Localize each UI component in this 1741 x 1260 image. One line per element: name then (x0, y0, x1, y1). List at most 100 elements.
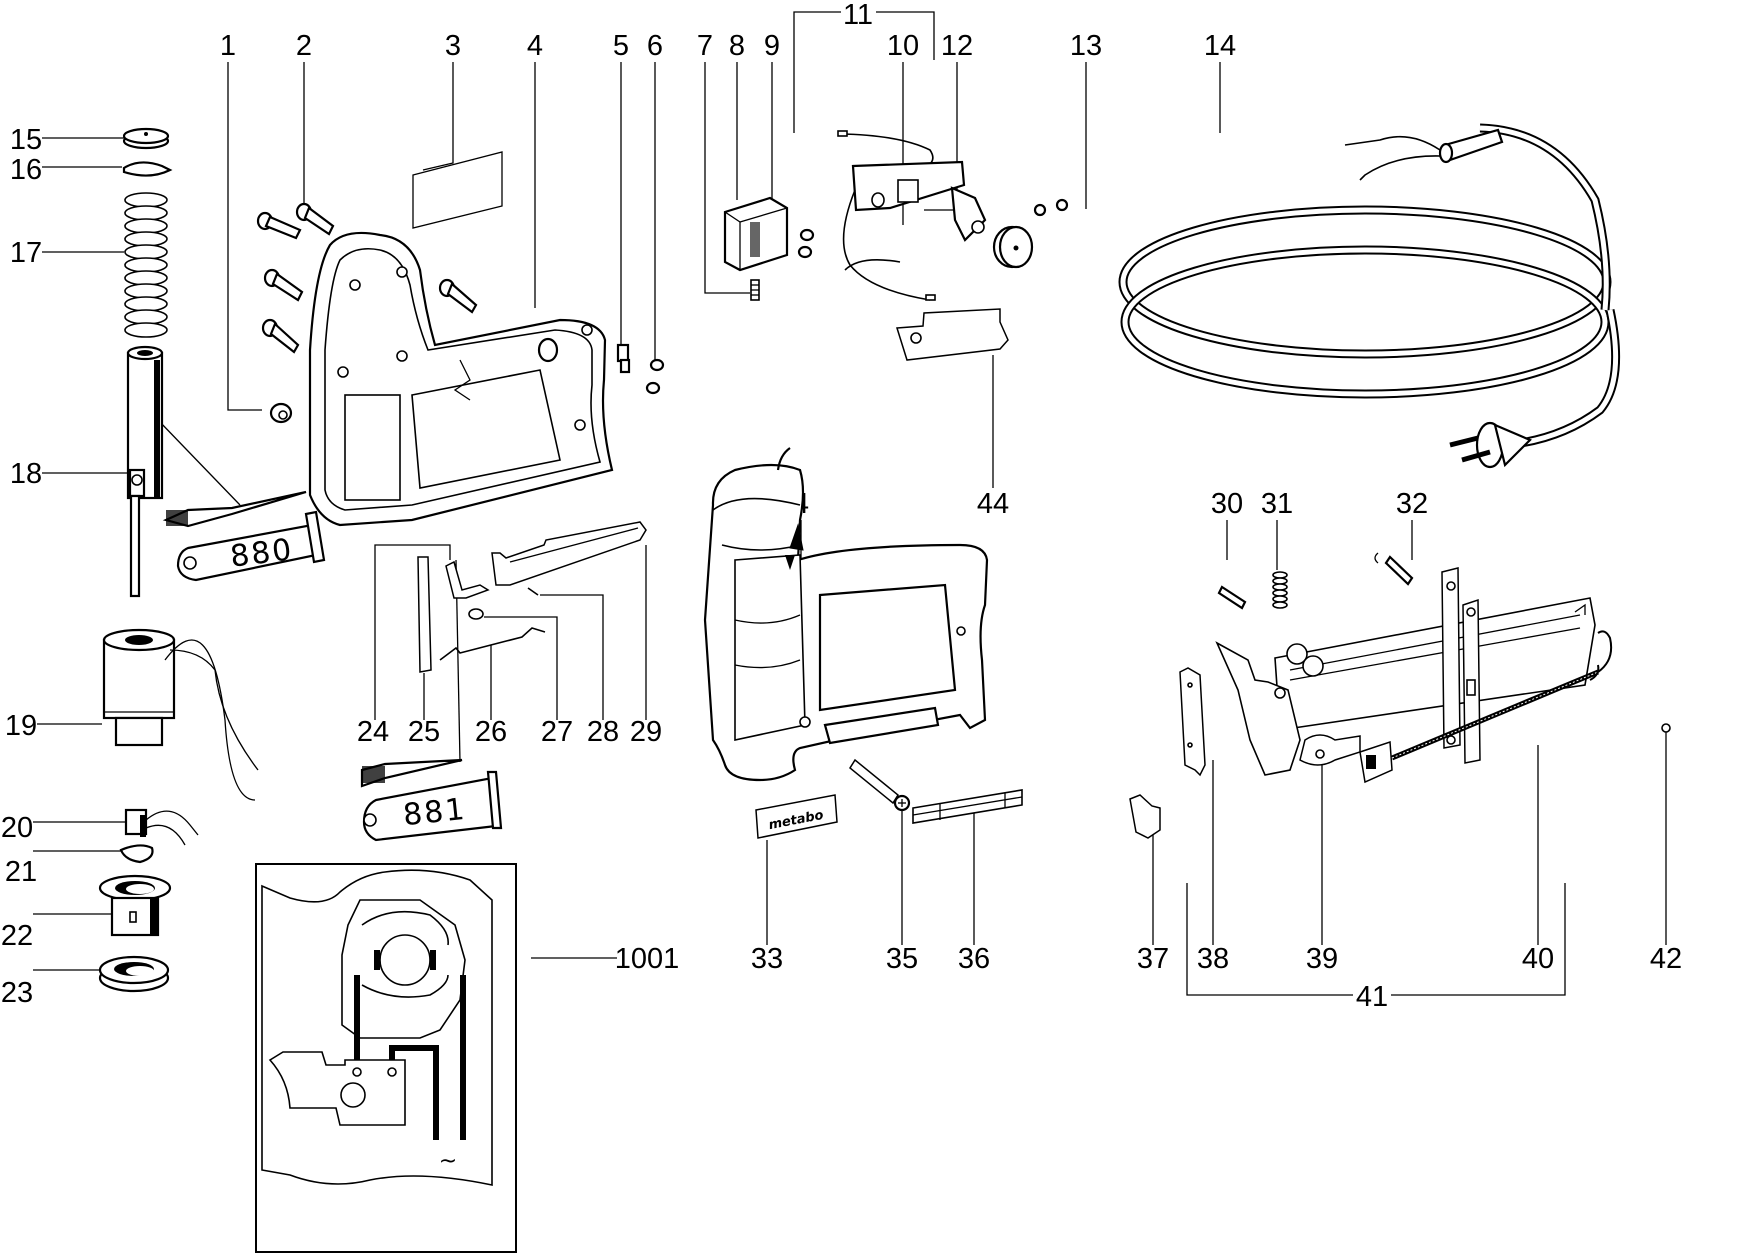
callout-labels-left: 15 16 17 18 19 20 21 22 23 (1, 124, 42, 1009)
part-15-damping-disc (122, 127, 170, 150)
callout-21: 21 (5, 856, 37, 888)
part-9-screws (797, 228, 815, 259)
callout-4: 4 (527, 30, 543, 62)
callout-7: 7 (697, 30, 713, 62)
callout-44: 44 (977, 488, 1009, 520)
leader-lines-left (33, 137, 128, 971)
callout-9: 9 (764, 30, 780, 62)
ac-symbol: ~ (439, 1149, 457, 1174)
callout-25: 25 (408, 716, 440, 748)
part-31-spring (1272, 571, 1288, 609)
part-6-screws (645, 358, 665, 395)
callout-29: 29 (630, 716, 662, 748)
callout-31: 31 (1261, 488, 1293, 520)
callout-42: 42 (1650, 943, 1682, 975)
part-1001-wiring-diagram: ~ (255, 863, 517, 1253)
callout-36: 36 (958, 943, 990, 975)
part-32-pin (1374, 552, 1414, 586)
part-18-armature (126, 345, 164, 598)
part-38-front-plate (1179, 667, 1206, 777)
part-44-insulating-plate (896, 308, 1009, 361)
callout-24: 24 (357, 716, 389, 748)
part-41-magazine (1215, 567, 1596, 776)
part-4-housing-half (308, 231, 614, 527)
part-16-retaining-ring (122, 161, 173, 177)
power-plug (1449, 421, 1532, 469)
part-23-ring (98, 955, 170, 993)
callout-20: 20 (1, 812, 33, 844)
part-29-lever (491, 521, 647, 586)
part-37-end-cap (1129, 794, 1161, 839)
part-24-driver-piece (445, 560, 490, 599)
tube-881-label: 881 (401, 792, 468, 833)
callout-30: 30 (1211, 488, 1243, 520)
part-27-ring (468, 608, 484, 620)
callout-8: 8 (729, 30, 745, 62)
part-2-screws (256, 202, 478, 354)
grease-tube-881: 881 (360, 758, 503, 842)
callout-23: 23 (1, 977, 33, 1009)
leader-lines-middle (157, 419, 647, 959)
callout-10: 10 (887, 30, 919, 62)
callout-26: 26 (475, 716, 507, 748)
part-26-wire-spring (439, 627, 546, 661)
part-33-brand-plate: metabo (755, 794, 838, 839)
callout-labels-center: 4 44 33 35 36 (751, 488, 1009, 975)
callout-33: 33 (751, 943, 783, 975)
callout-1: 1 (220, 30, 236, 62)
callout-27: 27 (541, 716, 573, 748)
part-14-cable-sleeve (1344, 128, 1504, 181)
part-36-label-strip (912, 789, 1023, 824)
part-10-adjusting-knob (992, 225, 1034, 269)
leader-lines-right (1152, 520, 1667, 996)
part-17-compression-spring (124, 192, 168, 338)
callout-32: 32 (1396, 488, 1428, 520)
part-28-pin (527, 587, 539, 596)
callout-2: 2 (296, 30, 312, 62)
callout-22: 22 (1, 920, 33, 952)
part-40-pusher-spring (1359, 630, 1613, 784)
callout-38: 38 (1197, 943, 1229, 975)
part-20-thermal-switch (124, 808, 199, 846)
callout-35: 35 (886, 943, 918, 975)
callout-39: 39 (1306, 943, 1338, 975)
part-22-guide-bushing (98, 874, 172, 937)
part-19-coil (102, 628, 259, 801)
part-7-spring (750, 279, 760, 301)
callout-18: 18 (10, 458, 42, 490)
callout-12: 12 (941, 30, 973, 62)
part-25-driver-blade (417, 556, 432, 673)
callout-labels-right: 30 31 32 37 38 39 40 41 42 (1137, 488, 1682, 1013)
callout-19: 19 (5, 710, 37, 742)
part-3-rating-plate (412, 151, 503, 229)
part-13-power-cord (1118, 123, 1621, 450)
callout-1001: 1001 (615, 943, 680, 975)
part-30-pin (1217, 585, 1247, 610)
callout-13: 13 (1070, 30, 1102, 62)
callout-labels-middle: 24 25 26 27 28 29 1001 (357, 716, 679, 975)
part-42-circlip (1661, 723, 1671, 733)
callout-17: 17 (10, 237, 42, 269)
callout-41: 41 (1356, 981, 1388, 1013)
callout-16: 16 (10, 154, 42, 186)
callout-40: 40 (1522, 943, 1554, 975)
part-35-screw (849, 758, 911, 812)
callout-15: 15 (10, 124, 42, 156)
callout-11: 11 (843, 0, 873, 31)
callout-14: 14 (1204, 30, 1236, 62)
part-5-cable-clamp (616, 343, 631, 374)
callout-28: 28 (587, 716, 619, 748)
callout-3: 3 (445, 30, 461, 62)
part-11-electronics-module (837, 130, 987, 301)
part-4-housing-assembled (703, 447, 989, 782)
callout-labels-top: 1 2 3 4 5 6 7 8 9 10 11 12 13 14 (220, 0, 1236, 62)
tube-880-label: 880 (228, 532, 295, 574)
part-21-wedge (119, 844, 154, 864)
callout-37: 37 (1137, 943, 1169, 975)
callout-5: 5 (613, 30, 629, 62)
part-12-screws (1033, 198, 1069, 217)
grease-tube-880: 880 (162, 490, 326, 582)
callout-6: 6 (647, 30, 663, 62)
part-1-nut (269, 402, 293, 424)
